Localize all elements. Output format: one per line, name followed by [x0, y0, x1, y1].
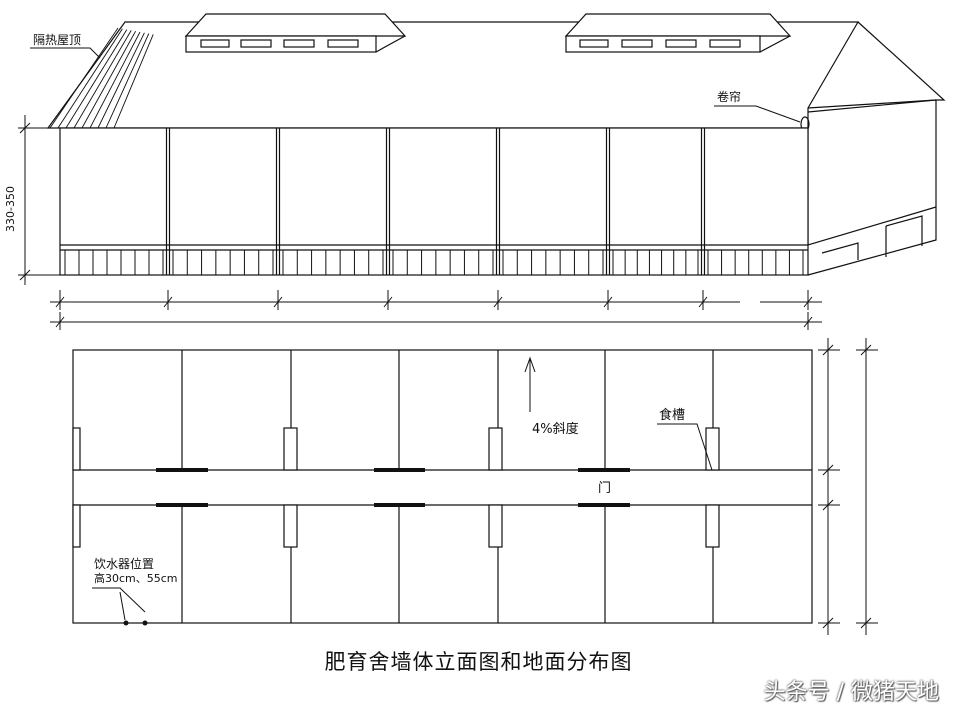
- floor-outline: [72, 349, 813, 624]
- drinker-position-label: 饮水器位置: [94, 556, 154, 571]
- pen-doors: [156, 468, 630, 507]
- feed-trough-top: [488, 427, 503, 471]
- hatch-line: [113, 34, 154, 129]
- hatch-line: [49, 27, 119, 129]
- feed-trough-bottom: [705, 504, 720, 548]
- feed-trough-top: [283, 427, 298, 471]
- roof-insulation-hatching: [49, 27, 154, 129]
- figure-caption: 肥育舍墙体立面图和地面分布图: [324, 650, 633, 674]
- ventilation-slats: [64, 250, 804, 275]
- feed-trough-bottom: [488, 504, 503, 548]
- hatch-line: [81, 30, 136, 129]
- trough-label: 食槽: [659, 407, 685, 423]
- feed-trough-bottom: [283, 504, 298, 548]
- length-dimensions: [50, 290, 822, 330]
- hatch-line: [89, 31, 141, 129]
- roof-monitor-left: [184, 13, 407, 53]
- watermark: 头条号 / 微猪天地: [763, 680, 939, 705]
- insulated-roof-label: 隔热屋顶: [33, 33, 81, 47]
- curtain-label: 卷帘: [717, 89, 741, 104]
- insulated-roof-leader: [30, 47, 101, 59]
- curtain-leader: [714, 105, 801, 123]
- hatch-line: [97, 32, 145, 129]
- feed-troughs: [72, 427, 720, 548]
- drinker-point-2: [142, 620, 148, 626]
- trough-leader: [657, 423, 713, 471]
- roof-monitor-right: [564, 13, 792, 53]
- slope-arrow: [524, 356, 536, 412]
- wall-columns: [165, 128, 706, 275]
- feed-trough-top: [705, 427, 720, 471]
- gable-end: [800, 21, 946, 276]
- hatch-line: [105, 33, 150, 129]
- hatch-line: [57, 28, 123, 129]
- drinker-leader-2: [119, 591, 126, 621]
- feed-trough-top: [72, 427, 81, 471]
- hatch-line: [65, 29, 128, 129]
- drinker-leader: [92, 587, 146, 613]
- feed-trough-bottom: [72, 504, 81, 548]
- door-label: 门: [598, 481, 611, 496]
- front-wall: [59, 127, 809, 276]
- floor-plan: [72, 338, 878, 635]
- drinker-point-1: [123, 620, 129, 626]
- drinker-heights-label: 高30cm、55cm: [94, 571, 178, 585]
- hatch-line: [73, 30, 132, 129]
- plan-dimensions: [818, 338, 878, 635]
- height-dimension-label: 330-350: [4, 186, 17, 232]
- height-dimension: [18, 115, 60, 285]
- slope-label: 4%斜度: [532, 421, 579, 437]
- elevation-view: [18, 13, 946, 330]
